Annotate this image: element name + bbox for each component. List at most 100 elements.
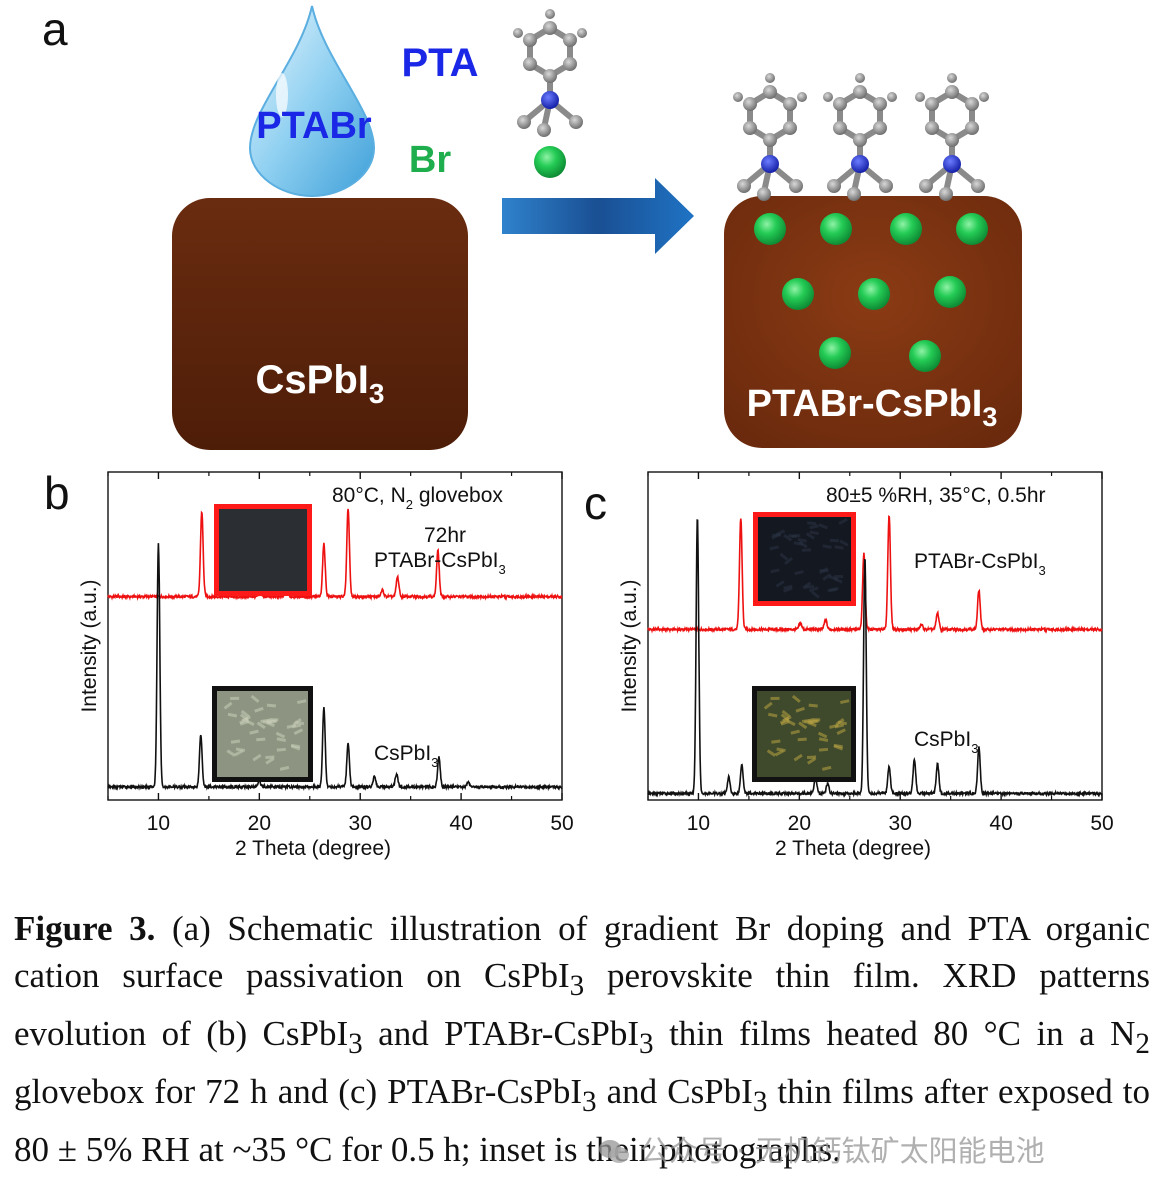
inset-photo-texture	[783, 584, 793, 590]
ptabr-cspbi3-block	[724, 196, 1022, 448]
inset-photo-texture	[776, 747, 786, 753]
inset-photo-texture	[266, 703, 277, 708]
inset-photo-texture	[770, 696, 780, 700]
series-label-main: PTABr-CsPbI	[914, 550, 1038, 573]
inset-photo-texture	[791, 534, 801, 539]
inset-photo-texture	[276, 747, 286, 752]
x-tick-label: 30	[889, 812, 912, 835]
br-label: Br	[409, 139, 451, 181]
br-doping-balls	[754, 213, 988, 372]
y-axis-label: Intensity (a.u.)	[618, 579, 641, 712]
inset-photo-texture	[291, 723, 302, 729]
inset-photo-texture	[781, 709, 791, 718]
inset-photo-texture	[265, 721, 276, 728]
inset-photo-texture	[252, 753, 262, 762]
inset-photo-texture	[227, 712, 238, 718]
inset-photo-texture	[808, 703, 818, 708]
inset-photo-texture	[809, 524, 819, 530]
inset-photo-texture	[771, 532, 781, 540]
x-tick-label: 10	[687, 812, 710, 835]
inset-photo-texture	[807, 755, 817, 759]
inset-photo-texture	[763, 701, 773, 710]
x-tick-label: 30	[349, 812, 372, 835]
x-axis-label: 2 Theta (degree)	[775, 837, 931, 860]
droplet-icon	[248, 5, 376, 198]
series-label-main: CsPbI	[374, 742, 431, 765]
panel-a-schematic: CsPbI3 PTABr PTA Br	[172, 5, 1022, 450]
inset-photo-texture	[805, 532, 815, 540]
inset-photo-texture	[809, 586, 819, 593]
panel-c-letter: c	[584, 477, 607, 529]
watermark: 公众号 · 无机钙钛矿太阳能电池	[598, 1128, 1045, 1170]
series-label-sub: 3	[1038, 563, 1045, 578]
condition-annotation: 80±5 %RH, 35°C, 0.5hr	[826, 484, 1046, 507]
inset-photo-texture	[290, 743, 301, 749]
inset-photo-texture	[834, 545, 844, 550]
x-tick-label: 40	[449, 812, 472, 835]
duration-annotation: 72hr	[424, 524, 466, 547]
inset-photo-texture	[276, 737, 287, 742]
inset-photo-texture	[779, 717, 790, 725]
surface-pta-molecule-icon	[823, 73, 897, 201]
series-label-sub: 3	[971, 741, 978, 756]
inset-photo-texture	[254, 706, 264, 713]
surface-pta-molecule-icon	[915, 73, 989, 201]
inset-photo-texture	[771, 739, 781, 744]
inset-photo-texture	[780, 719, 790, 726]
inset-photo-texture	[256, 721, 266, 730]
inset-photo-texture	[766, 749, 776, 757]
inset-photo-texture	[791, 694, 801, 703]
condition-annotation: 80°C, N2 glovebox	[332, 484, 503, 512]
series-label: CsPbI3	[374, 742, 438, 770]
inset-photo-texture	[292, 718, 302, 726]
inset-photo-texture	[775, 580, 785, 588]
inset-photo-texture	[807, 721, 817, 728]
inset-photo-texture	[821, 765, 832, 771]
x-axis-label: 2 Theta (degree)	[235, 837, 391, 860]
series-label-sub: 3	[498, 562, 505, 577]
pta-label: PTA	[401, 41, 478, 85]
inset-photo-texture	[793, 541, 804, 546]
inset-photo-texture	[839, 699, 850, 705]
inset-photo-texture	[822, 573, 832, 581]
inset-photo-texture	[293, 728, 304, 735]
panel-a-letter: a	[42, 3, 68, 55]
inset-photo-texture	[795, 706, 805, 713]
inset-photo-texture	[811, 718, 821, 722]
inset-photo-texture	[802, 581, 812, 590]
pta-molecule-icon	[513, 9, 587, 137]
x-tick-label: 20	[248, 812, 271, 835]
series-label: PTABr-CsPbI3	[914, 550, 1046, 578]
x-tick-label: 50	[550, 812, 573, 835]
y-axis-label: Intensity (a.u.)	[78, 579, 101, 712]
series-label: PTABr-CsPbI3	[374, 549, 506, 577]
inset-photo-texture	[797, 538, 808, 543]
xrd-series-line	[647, 514, 1103, 634]
x-tick-label: 50	[1090, 812, 1113, 835]
inset-photo-texture	[783, 533, 793, 542]
inset-photo-texture	[770, 568, 780, 574]
x-tick-label: 20	[788, 812, 811, 835]
inset-photo-texture	[230, 696, 240, 700]
inset-photo-texture	[819, 567, 829, 575]
inset-photo-texture	[838, 517, 848, 525]
inset-photo-texture	[779, 552, 789, 561]
xrd-series-line	[107, 508, 563, 602]
inset-photo-texture	[794, 570, 804, 576]
inset-photo	[757, 691, 851, 777]
inset-photo-texture	[818, 737, 829, 742]
condition-annotation-rest: glovebox	[413, 484, 503, 507]
inset-photo-texture	[807, 521, 817, 526]
surface-pta-molecule-icon	[733, 73, 807, 201]
plot-frame	[647, 471, 1103, 801]
inset-photo-texture	[833, 743, 843, 749]
droplet-label: PTABr	[256, 105, 372, 147]
inset-photo-texture	[833, 577, 843, 584]
inset-photo-texture	[265, 755, 275, 759]
figure-caption: Figure 3. (a) Schematic illustration of …	[14, 909, 1150, 1169]
inset-photo-texture	[256, 737, 266, 742]
panel-b-letter: b	[44, 467, 70, 519]
inset-photo-texture	[817, 731, 828, 739]
inset-photo-texture	[801, 548, 811, 552]
